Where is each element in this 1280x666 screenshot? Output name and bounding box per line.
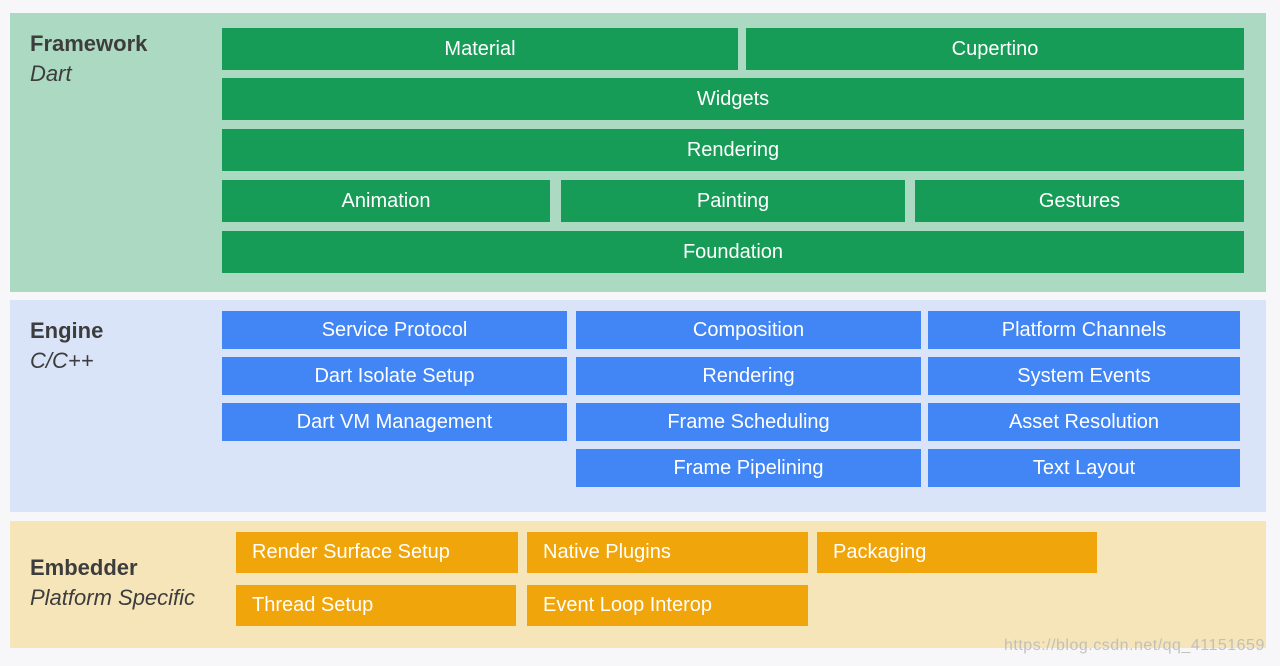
embedder-layer: Embedder Platform Specific Render Surfac…	[10, 521, 1266, 648]
embedder-subtitle: Platform Specific	[30, 585, 196, 610]
engine-subtitle: C/C++	[30, 348, 94, 373]
framework-label: Framework Dart	[30, 29, 147, 89]
engine-bar-composition: Composition	[576, 311, 921, 349]
embedder-bar-event-loop-interop: Event Loop Interop	[527, 585, 808, 626]
framework-bar-painting: Painting	[561, 180, 905, 222]
engine-title: Engine	[30, 318, 104, 343]
engine-bar-service-protocol: Service Protocol	[222, 311, 567, 349]
engine-bar-frame-pipelining: Frame Pipelining	[576, 449, 921, 487]
engine-bar-text-layout: Text Layout	[928, 449, 1240, 487]
framework-bar-widgets: Widgets	[222, 78, 1244, 120]
framework-bar-material: Material	[222, 28, 738, 70]
csdn-watermark: https://blog.csdn.net/qq_41151659	[1004, 637, 1265, 654]
engine-bar-dart-isolate-setup: Dart Isolate Setup	[222, 357, 567, 395]
framework-layer: Framework Dart Material Cupertino Widget…	[10, 13, 1266, 292]
framework-bar-foundation: Foundation	[222, 231, 1244, 273]
engine-layer: Engine C/C++ Service Protocol Dart Isola…	[10, 300, 1266, 512]
embedder-bar-render-surface-setup: Render Surface Setup	[236, 532, 518, 573]
embedder-title: Embedder	[30, 555, 138, 580]
framework-title: Framework	[30, 31, 148, 56]
framework-bar-cupertino: Cupertino	[746, 28, 1244, 70]
engine-label: Engine C/C++	[30, 316, 103, 376]
engine-bar-asset-resolution: Asset Resolution	[928, 403, 1240, 441]
embedder-label: Embedder Platform Specific	[30, 553, 195, 613]
embedder-bar-native-plugins: Native Plugins	[527, 532, 808, 573]
framework-bar-animation: Animation	[222, 180, 550, 222]
engine-bar-system-events: System Events	[928, 357, 1240, 395]
engine-bar-frame-scheduling: Frame Scheduling	[576, 403, 921, 441]
engine-bar-platform-channels: Platform Channels	[928, 311, 1240, 349]
framework-bar-rendering: Rendering	[222, 129, 1244, 171]
embedder-bar-packaging: Packaging	[817, 532, 1097, 573]
framework-subtitle: Dart	[30, 61, 72, 86]
engine-bar-rendering: Rendering	[576, 357, 921, 395]
embedder-bar-thread-setup: Thread Setup	[236, 585, 516, 626]
framework-bar-gestures: Gestures	[915, 180, 1244, 222]
engine-bar-dart-vm-management: Dart VM Management	[222, 403, 567, 441]
